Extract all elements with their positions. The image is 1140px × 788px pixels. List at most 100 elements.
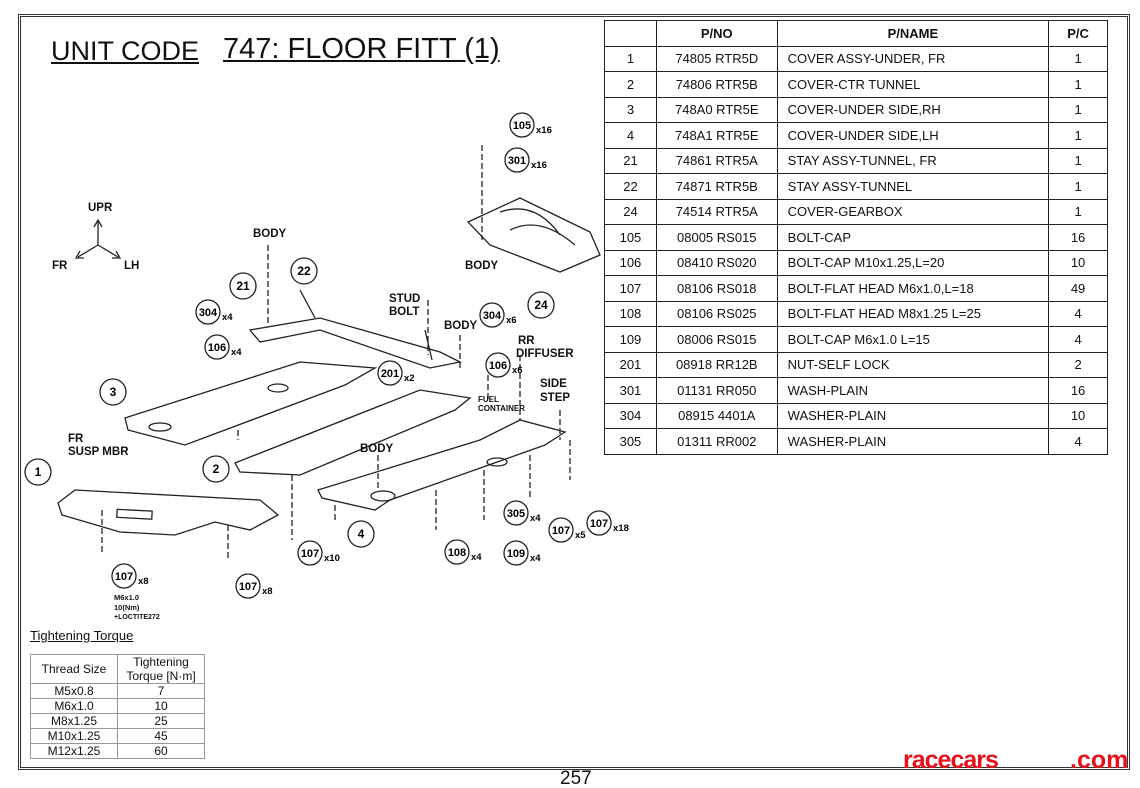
part-name: COVER-CTR TUNNEL bbox=[776, 71, 1050, 98]
col-thread-size: Thread Size bbox=[30, 654, 118, 684]
callout-quantity: x5 bbox=[575, 530, 586, 541]
thread-size: M10x1.25 bbox=[30, 728, 118, 744]
label-body: BODY bbox=[465, 260, 499, 272]
callout-number: 107 bbox=[115, 571, 133, 583]
unit-code-label: UNIT CODE bbox=[51, 36, 200, 66]
ref-number: 22 bbox=[604, 173, 657, 200]
part-number: 74871 RTR5B bbox=[655, 173, 778, 200]
axis-fr-label: FR bbox=[52, 260, 68, 272]
label-step: STEP bbox=[540, 392, 570, 404]
torque-value: 10 bbox=[117, 698, 205, 714]
torque-header-line2: Torque [N·m] bbox=[126, 669, 196, 683]
callout-quantity: x4 bbox=[222, 312, 233, 323]
quantity: 10 bbox=[1048, 402, 1108, 429]
ref-number: 301 bbox=[604, 377, 657, 404]
quantity: 1 bbox=[1048, 96, 1108, 123]
part-number: 08915 4401A bbox=[655, 402, 778, 429]
part-number: 748A1 RTR5E bbox=[655, 122, 778, 149]
callout-number: 301 bbox=[508, 155, 526, 167]
quantity: 4 bbox=[1048, 428, 1108, 455]
page-frame bbox=[18, 14, 1130, 770]
torque-header-line1: Tightening bbox=[133, 655, 189, 669]
thread-size: M8x1.25 bbox=[30, 713, 118, 729]
torque-value: 60 bbox=[117, 743, 205, 759]
callout-number: 21 bbox=[236, 279, 250, 293]
part-name: BOLT-CAP M6x1.0 L=15 bbox=[776, 326, 1050, 353]
callout-number: 107 bbox=[590, 518, 608, 530]
callout-301: 301 x16 bbox=[504, 147, 547, 173]
callout-circle bbox=[503, 500, 529, 526]
callout-number: 106 bbox=[489, 360, 507, 372]
torque-value: 7 bbox=[117, 683, 205, 699]
part-number: 74861 RTR5A bbox=[655, 147, 778, 174]
part-number: 74805 RTR5D bbox=[655, 45, 778, 72]
callout-number: 105 bbox=[513, 120, 531, 132]
label-body: BODY bbox=[360, 443, 394, 455]
col-index bbox=[604, 20, 657, 47]
callout-number: 107 bbox=[552, 525, 570, 537]
callout-circle bbox=[297, 540, 323, 566]
callout-quantity: x6 bbox=[506, 315, 517, 326]
callout-circle bbox=[204, 334, 230, 360]
ref-number: 108 bbox=[604, 300, 657, 327]
callout-number: 201 bbox=[381, 368, 399, 380]
part-number: 08410 RS020 bbox=[655, 249, 778, 276]
quantity: 1 bbox=[1048, 45, 1108, 72]
label-body: BODY bbox=[444, 320, 478, 332]
part-name: COVER-GEARBOX bbox=[776, 198, 1050, 225]
callout-number: 2 bbox=[213, 462, 220, 476]
callout-number: 1 bbox=[35, 465, 42, 479]
label-susp-mbr: SUSP MBR bbox=[68, 446, 129, 458]
part-name: BOLT-FLAT HEAD M6x1.0,L=18 bbox=[776, 275, 1050, 302]
cover-under-side-rh bbox=[124, 361, 378, 446]
ref-number: 201 bbox=[604, 351, 657, 378]
callout-21: 21 bbox=[229, 272, 257, 300]
callout-24: 24 bbox=[527, 291, 555, 319]
ref-number: 109 bbox=[604, 326, 657, 353]
thread-size: M6x1.0 bbox=[30, 698, 118, 714]
part-number: 08006 RS015 bbox=[655, 326, 778, 353]
part-number: 748A0 RTR5E bbox=[655, 96, 778, 123]
callout-quantity: x16 bbox=[531, 160, 547, 171]
callout-number: 24 bbox=[534, 298, 548, 312]
part-number: 08005 RS015 bbox=[655, 224, 778, 251]
label-side: SIDE bbox=[540, 378, 567, 390]
callout-quantity: x4 bbox=[530, 553, 541, 564]
part-name: STAY ASSY-TUNNEL bbox=[776, 173, 1050, 200]
callout-circle bbox=[377, 360, 403, 386]
part-name: WASHER-PLAIN bbox=[776, 402, 1050, 429]
label-fuel: FUEL bbox=[478, 395, 499, 404]
callout-circle bbox=[235, 573, 261, 599]
unit-title: 747: FLOOR FITT (1) bbox=[223, 33, 500, 65]
callout-quantity: x8 bbox=[262, 586, 273, 597]
callout-circle bbox=[586, 510, 612, 536]
part-name: STAY ASSY-TUNNEL, FR bbox=[776, 147, 1050, 174]
ref-number: 105 bbox=[604, 224, 657, 251]
callout-number: 304 bbox=[199, 307, 218, 319]
callout-circle bbox=[503, 540, 529, 566]
callout-circle bbox=[111, 563, 137, 589]
part-name: NUT-SELF LOCK bbox=[776, 351, 1050, 378]
quantity: 16 bbox=[1048, 377, 1108, 404]
label-rr: RR bbox=[518, 335, 535, 347]
callout-3: 3 bbox=[99, 378, 127, 406]
callout-quantity: x4 bbox=[231, 347, 242, 358]
callout-number: 108 bbox=[448, 547, 466, 559]
callout-number: 3 bbox=[110, 385, 117, 399]
part-name: BOLT-FLAT HEAD M8x1.25 L=25 bbox=[776, 300, 1050, 327]
cover-gearbox bbox=[466, 197, 601, 273]
